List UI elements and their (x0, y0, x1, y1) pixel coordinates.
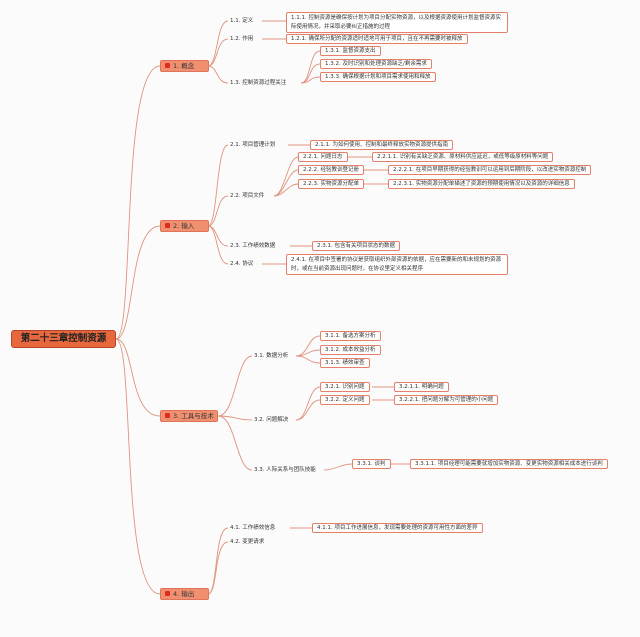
marker-icon (165, 223, 170, 228)
topic-2-2-1-1[interactable]: 2.2.1.1. 识别有关缺乏资源、原材料供应延迟，或低等级原材料等问题 (372, 152, 554, 162)
branch-title: 3. 工具与技术 (173, 412, 214, 420)
topic-3-2-2-1[interactable]: 3.2.2.1. 把问题分解为可管理的小问题 (394, 395, 499, 405)
topic-2-4[interactable]: 2.4. 协议 (230, 261, 254, 267)
topic-2-2-1[interactable]: 2.2.1. 问题日志 (298, 152, 348, 162)
branch-title: 4. 输出 (173, 590, 195, 598)
topic-4-1[interactable]: 4.1. 工作绩效信息 (230, 525, 276, 531)
topic-3-1-1[interactable]: 3.1.1. 备选方案分析 (320, 331, 381, 341)
topic-3-1-2[interactable]: 3.1.2. 成本效益分析 (320, 345, 381, 355)
topic-1-3-2[interactable]: 1.3.2. 及时识别和处理资源缺乏/剩余需求 (320, 59, 432, 69)
topic-2-3[interactable]: 2.3. 工作绩效数据 (230, 243, 276, 249)
topic-3-3[interactable]: 3.3. 人际关系与团队技能 (254, 467, 316, 473)
topic-1-3-1[interactable]: 1.3.1. 监督资源支出 (320, 46, 381, 56)
branch-input[interactable]: 2. 输入 (160, 220, 209, 232)
topic-2-3-1[interactable]: 2.3.1. 包含有关项目状态的数据 (312, 241, 400, 251)
topic-2-1-1[interactable]: 2.1.1. 为如何使用、控制和最终释放实物资源提供指南 (310, 140, 453, 150)
topic-2-2-3[interactable]: 2.2.3. 实物资源分配单 (298, 179, 364, 189)
topic-4-2[interactable]: 4.2. 变更请求 (230, 539, 265, 545)
topic-3-3-1[interactable]: 3.3.1. 谈判 (352, 459, 391, 469)
branch-title: 1. 概念 (173, 62, 195, 70)
branch-output[interactable]: 4. 输出 (160, 588, 209, 600)
branch-concept[interactable]: 1. 概念 (160, 60, 209, 72)
topic-1-2-1[interactable]: 1.2.1. 确保所分配的资源适时适地可用于项目，且在不再需要时被释放 (286, 34, 468, 44)
marker-icon (165, 413, 170, 418)
topic-3-1-3[interactable]: 3.1.3. 绩效审查 (320, 358, 370, 368)
marker-icon (165, 591, 170, 596)
topic-3-1[interactable]: 3.1. 数据分析 (254, 353, 289, 359)
marker-icon (165, 63, 170, 68)
topic-2-2-2-1[interactable]: 2.2.2.1. 在项目早期获得的经验教训可以运用到后期阶段，以改进实物资源控制 (388, 165, 592, 175)
topic-1-3[interactable]: 1.3. 控制资源过程关注 (230, 80, 287, 86)
topic-1-2[interactable]: 1.2. 作用 (230, 36, 254, 42)
topic-1-3-3[interactable]: 1.3.3. 确保根据计划和项目需求使用和释放 (320, 72, 436, 82)
topic-3-2-1-1[interactable]: 3.2.1.1. 明确问题 (394, 382, 449, 392)
topic-2-2[interactable]: 2.2. 项目文件 (230, 193, 265, 199)
branch-tools[interactable]: 3. 工具与技术 (160, 410, 218, 422)
root-topic[interactable]: 第二十三章控制资源 (11, 330, 116, 348)
topic-1-1-1[interactable]: 1.1.1. 控制资源是确保按计划为项目分配实物资源，以及根据资源使用计划监督资… (286, 12, 508, 33)
topic-3-2[interactable]: 3.2. 问题解决 (254, 417, 289, 423)
topic-4-1-1[interactable]: 4.1.1. 项目工作进展信息，发现需要处理的资源可用性方面的差异 (312, 523, 483, 533)
branch-title: 2. 输入 (173, 222, 195, 230)
topic-2-1[interactable]: 2.1. 项目管理计划 (230, 142, 276, 148)
topic-3-3-1-1[interactable]: 3.3.1.1. 项目经理可能需要就增加实物资源、变更实物资源相关成本进行谈判 (410, 459, 608, 469)
topic-1-1[interactable]: 1.1. 定义 (230, 18, 254, 24)
topic-3-2-2[interactable]: 3.2.2. 定义问题 (320, 395, 370, 405)
topic-2-4-1[interactable]: 2.4.1. 在项目中签署的协议是获取组织外部资源的依据，应在需要新的和未规划的… (286, 254, 508, 275)
topic-2-2-3-1[interactable]: 2.2.3.1. 实物资源分配单描述了资源的预期使用情况以及资源的详细信息 (388, 179, 575, 189)
topic-2-2-2[interactable]: 2.2.2. 经验教训登记册 (298, 165, 364, 175)
topic-3-2-1[interactable]: 3.2.1. 识别问题 (320, 382, 370, 392)
